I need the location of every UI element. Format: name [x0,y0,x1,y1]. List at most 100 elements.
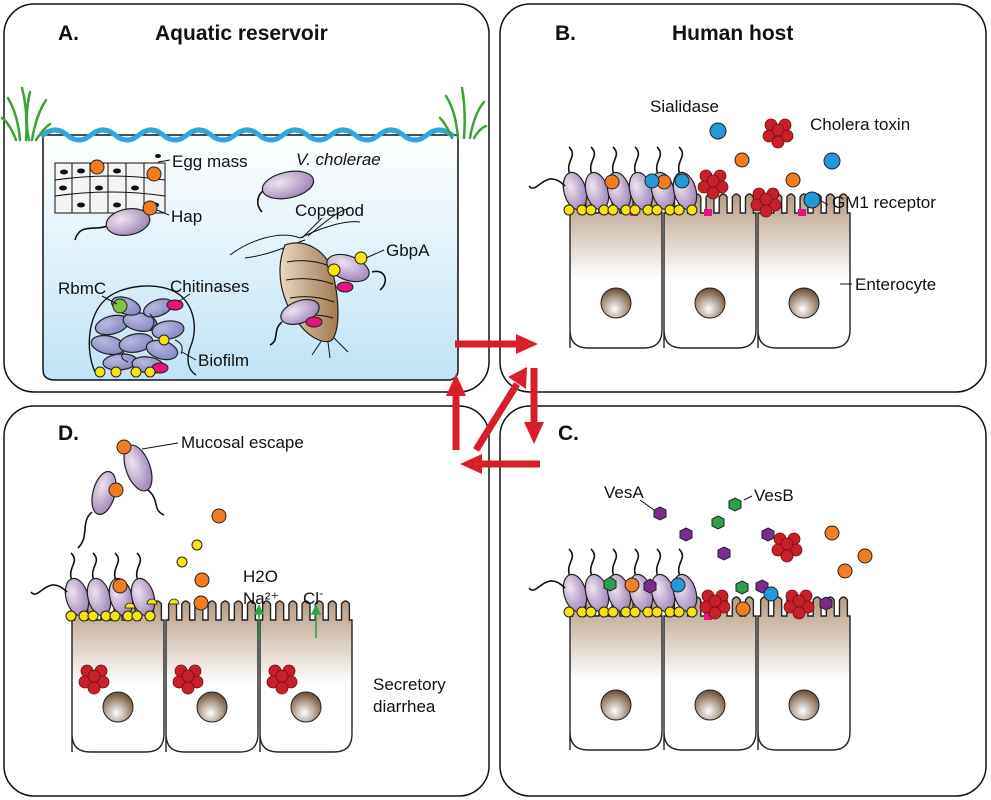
cholera-toxin-icon [771,532,803,563]
epithelium-d [30,552,353,753]
arrow-a-to-b-head [516,334,538,354]
toxin-subunit [801,600,815,614]
enterocyte-cell [569,193,663,349]
orange-dot [824,525,840,541]
gm1-receptor-icon [798,209,806,216]
cycle-arrows [446,334,544,474]
rbmc-dot [112,298,128,314]
flagellum [528,580,566,591]
panel-a-letter: A. [58,22,79,45]
adhesin-dot [607,204,619,216]
toxin-subunit [792,594,806,608]
label-na: Na²⁺ [243,589,279,608]
enterocyte-cell [259,600,353,753]
toxin-subunit [87,669,101,683]
vesb-icon [728,497,742,512]
toxin-subunit [771,543,785,557]
enterocyte-cell [757,596,851,751]
sialidase-dot [670,577,686,593]
gm1-receptor-icon [704,209,712,216]
biofilm-yellow-dot [94,366,106,378]
chitinase-dot [166,299,184,311]
toxin-subunit [172,675,186,689]
label-gm1-receptor: GM1 receptor [832,193,936,212]
bacterium [74,208,151,241]
label-vesa: VesA [604,483,644,502]
sialidase-dot [674,173,690,189]
adhesin-dot [109,610,121,622]
toxin-subunit [768,198,782,212]
orange-dot [116,439,132,455]
label-enterocyte: Enterocyte [855,275,936,294]
toxin-subunit [715,180,729,194]
adhesin-dot [144,610,156,622]
toxin-subunit [708,606,722,620]
toxin-subunit [789,543,803,557]
sialidase-dot [763,586,779,602]
enterocyte-cell [663,193,757,349]
cell-nucleus [196,691,228,723]
sialidase-dot [823,152,841,170]
adhesin-dot [673,204,685,216]
enterocyte-cell [757,193,851,349]
gm1-receptor-icon [704,613,712,620]
panel-a-title: Aquatic reservoir [155,22,328,45]
toxin-subunit [181,681,195,695]
cholera-toxin-icon [783,589,815,620]
toxin-subunit [759,204,773,218]
epithelium-b [528,146,851,349]
water-surface-wave [40,127,455,143]
orange-dot [734,152,750,168]
epithelium-c [528,548,851,751]
toxin-subunit [706,186,720,200]
adhesin-dot [585,204,597,216]
bacterium [123,444,165,516]
biofilm-yellow-dot [130,366,142,378]
enterocyte-cell [165,600,259,753]
panel-c: C. VesA VesB [528,422,873,751]
cleaved-adhesin-icon [168,598,180,605]
cell-nucleus [788,689,820,721]
toxin-subunit [266,675,280,689]
adhesin-dot [65,610,77,622]
toxin-subunit [762,129,776,143]
toxin-subunit [96,675,110,689]
v-cholerae-bacterium [256,170,315,213]
orange-dot [735,601,751,617]
biofilm-yellow-dot [110,366,122,378]
orange-dot [857,548,873,564]
adhesin-dot [607,606,619,618]
label-gbpa: GbpA [386,241,430,260]
gbpa-dot [327,263,341,277]
panel-b-title: Human host [672,22,793,45]
toxin-subunit [699,600,713,614]
chitinase-dot [305,316,323,328]
toxin-subunit [771,135,785,149]
label-h2o: H2O [243,567,278,586]
vesb-icon [711,515,725,530]
hap-dot [89,159,105,175]
toxin-subunit [284,675,298,689]
panel-a: A. Aquatic reservoir [0,22,488,381]
label-rbmc: RbmC [58,279,106,298]
flagellum [30,584,68,595]
adhesin-dot [686,204,698,216]
label-copepod: Copepod [295,201,364,220]
vesa-icon [761,527,775,542]
vesa-icon [653,506,667,521]
adhesin-dot [563,204,575,216]
toxin-subunit [190,675,204,689]
hap-dot [142,200,158,216]
enterocyte-cell [569,596,663,751]
chitinase-dot [336,281,354,293]
sialidase-dot [709,122,727,140]
adhesin-dot [629,204,641,216]
label-cl-sup: - [319,586,323,600]
grass-left-icon [0,86,52,142]
cell-nucleus [788,287,820,319]
toxin-subunit [780,537,794,551]
label-chitinases: Chitinases [170,277,249,296]
label-mucosal-escape: Mucosal escape [181,433,304,452]
arrow-b-to-c-head [524,422,544,444]
label-cholera-toxin: Cholera toxin [810,115,910,134]
